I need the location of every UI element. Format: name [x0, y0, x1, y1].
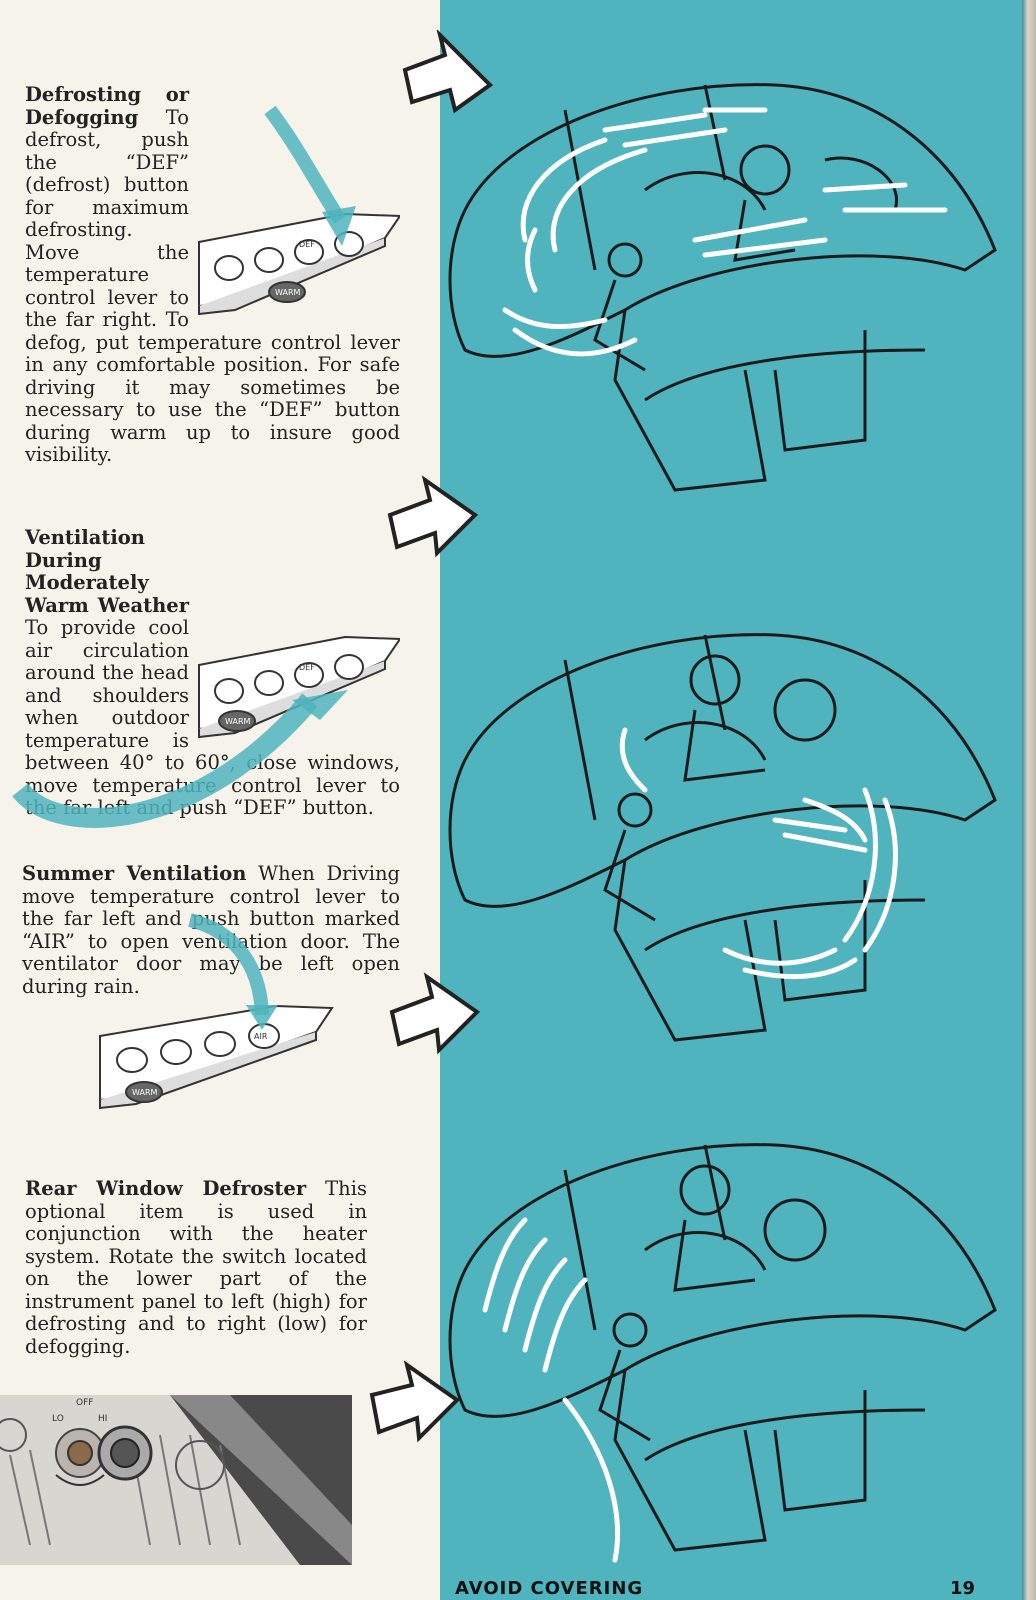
section-rear-defroster: Rear Window Defroster This optional item… — [25, 1177, 367, 1358]
footer-caption: AVOID COVERING — [455, 1578, 644, 1599]
def-label: DEF — [299, 240, 315, 249]
switch-lo-label: LO — [52, 1414, 64, 1424]
heading-defrosting: Defrosting or Defogging — [25, 83, 189, 129]
warm-label: WARM — [132, 1088, 158, 1097]
outline-arrow-icon — [369, 1360, 461, 1443]
heading-ventilation: Ventilation During Moderately Warm Weath… — [25, 526, 189, 617]
car-cutaway-illustration-ventilation — [448, 633, 997, 1042]
rear-defroster-switch-photo: OFF LO HI — [0, 1395, 352, 1565]
section-ventilation: WARM DEF Ventilation During Moderately W… — [25, 526, 400, 820]
section-defrosting: WARM DEF Defrosting or Defogging To defr… — [25, 83, 400, 467]
warm-label: WARM — [225, 717, 251, 726]
page-number: 19 — [950, 1578, 976, 1599]
warm-label: WARM — [275, 288, 301, 297]
outline-arrow-icon — [389, 972, 481, 1055]
switch-hi-label: HI — [98, 1414, 107, 1424]
air-control-panel-illustration: WARM AIR — [99, 1004, 334, 1110]
section-summer-ventilation: Summer Ventilation When Driving move tem… — [22, 862, 400, 998]
teal-background-panel — [440, 0, 1030, 1600]
air-label: AIR — [254, 1032, 268, 1041]
heading-summer: Summer Ventilation — [22, 862, 247, 885]
car-cutaway-illustration-defrost — [448, 83, 997, 492]
teal-curved-arrow-icon — [12, 105, 356, 1030]
body-ventilation: To provide cool air circulation around t… — [25, 616, 400, 819]
body-defrosting: To defrost, push the “DEF” (defrost) but… — [25, 105, 400, 466]
def-label: DEF — [299, 663, 315, 672]
switch-off-label: OFF — [76, 1398, 93, 1408]
heater-control-panel-illustration: WARM DEF — [198, 635, 400, 739]
outline-arrow-icon — [387, 475, 479, 558]
page-edge — [1022, 0, 1036, 1600]
body-summer: When Driving move temperature control le… — [22, 862, 400, 998]
heater-control-panel-illustration: WARM DEF — [198, 212, 400, 316]
car-cutaway-illustration-rear-defroster — [448, 1143, 997, 1563]
outline-arrow-icon — [402, 30, 494, 114]
body-rear: This optional item is used in conjunctio… — [25, 1177, 367, 1358]
heading-rear: Rear Window Defroster — [25, 1177, 307, 1200]
